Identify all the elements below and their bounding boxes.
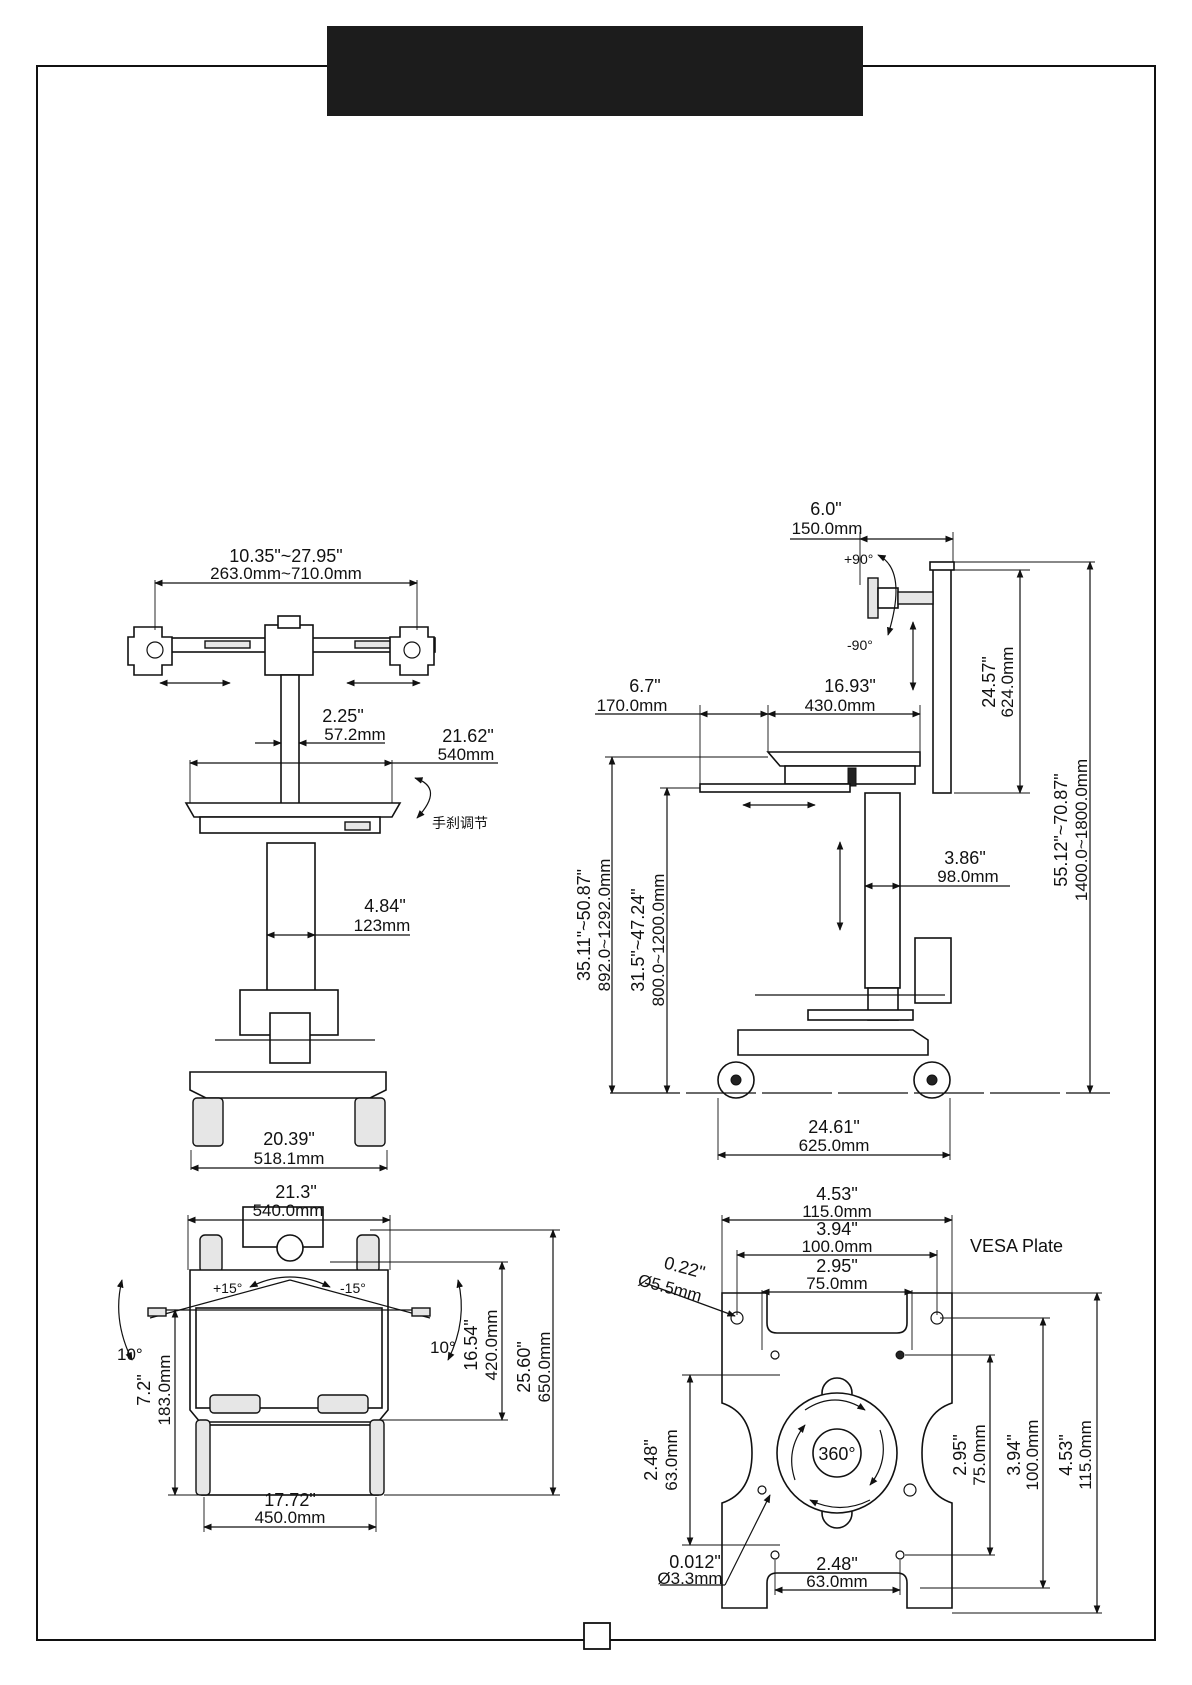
side-total-height-mm: 1400.0~1800.0mm bbox=[1072, 759, 1091, 901]
vesa-left63-mm: 63.0mm bbox=[662, 1429, 681, 1490]
side-worksurface-in: 16.93" bbox=[824, 676, 875, 696]
side-view: +90° -90° 6.0" 150.0mm bbox=[574, 499, 1110, 1160]
top-mid-depth-mm: 420.0mm bbox=[482, 1310, 501, 1381]
side-pole-height-in: 24.57" bbox=[979, 656, 999, 707]
vesa-h100-in: 3.94" bbox=[1004, 1434, 1024, 1475]
vesa-h75-in: 2.95" bbox=[950, 1434, 970, 1475]
front-base-width-mm: 518.1mm bbox=[254, 1149, 325, 1168]
front-view: 手刹调节 10.35"~27.95" 263.0mm~710.0mm 2.25"… bbox=[127, 546, 498, 1172]
side-base-depth-mm: 625.0mm bbox=[799, 1136, 870, 1155]
front-column-width-in: 4.84" bbox=[364, 896, 405, 916]
side-keyboard-tray-in: 6.7" bbox=[629, 676, 660, 696]
vesa-small-hole-in: 0.012" bbox=[669, 1552, 720, 1572]
vesa-title: VESA Plate bbox=[970, 1236, 1063, 1256]
side-surface-height-in: 35.11"~50.87" bbox=[574, 869, 594, 981]
front-column-width-mm: 123mm bbox=[354, 916, 411, 935]
side-keyboard-height-mm: 800.0~1200.0mm bbox=[649, 874, 668, 1007]
front-arm-span-mm: 263.0mm~710.0mm bbox=[210, 564, 362, 583]
handbrake-note: 手刹调节 bbox=[432, 815, 488, 831]
top-tilt-left: 10° bbox=[117, 1345, 143, 1364]
vesa-bottom63-mm: 63.0mm bbox=[806, 1572, 867, 1591]
vesa-h75-mm: 75.0mm bbox=[970, 1424, 989, 1485]
top-overall-width-in: 21.3" bbox=[275, 1182, 316, 1202]
front-tray-width-in: 21.62" bbox=[442, 726, 493, 746]
top-view: +15° -15° 10° 10° 21.3" 540.0mm 7.2" 183… bbox=[116, 1182, 560, 1532]
side-column-depth-mm: 98.0mm bbox=[937, 867, 998, 886]
side-tilt-up: +90° bbox=[844, 551, 873, 567]
front-pole-width-mm: 57.2mm bbox=[324, 725, 385, 744]
side-keyboard-tray-mm: 170.0mm bbox=[597, 696, 668, 715]
side-column-depth-in: 3.86" bbox=[944, 848, 985, 868]
top-base-width-mm: 450.0mm bbox=[255, 1508, 326, 1527]
top-tilt-right: 10° bbox=[430, 1338, 456, 1357]
top-swivel-left: +15° bbox=[213, 1280, 242, 1296]
top-overall-depth-mm: 650.0mm bbox=[535, 1332, 554, 1403]
side-surface-height-mm: 892.0~1292.0mm bbox=[595, 859, 614, 992]
top-front-depth-mm: 183.0mm bbox=[155, 1355, 174, 1426]
vesa-bottom63-in: 2.48" bbox=[816, 1554, 857, 1574]
top-overall-depth-in: 25.60" bbox=[514, 1341, 534, 1392]
front-arm-span-in: 10.35"~27.95" bbox=[229, 546, 342, 566]
vesa-h115-mm: 115.0mm bbox=[1076, 1420, 1095, 1490]
front-base-width-in: 20.39" bbox=[263, 1129, 314, 1149]
vesa-small-hole-mm: Ø3.3mm bbox=[657, 1569, 722, 1588]
vesa-plate-view: VESA Plate 360° 4.53" 115.0mm 3.94" 100.… bbox=[636, 1184, 1102, 1614]
top-mid-depth-in: 16.54" bbox=[461, 1319, 481, 1370]
vesa-w100-mm: 100.0mm bbox=[802, 1237, 873, 1256]
side-keyboard-height-in: 31.5"~47.24" bbox=[628, 888, 648, 991]
side-monitor-offset-mm: 150.0mm bbox=[792, 519, 863, 538]
top-base-width-in: 17.72" bbox=[264, 1490, 315, 1510]
top-front-depth-in: 7.2" bbox=[134, 1374, 154, 1405]
front-tray-width-mm: 540mm bbox=[438, 745, 495, 764]
side-total-height-in: 55.12"~70.87" bbox=[1051, 773, 1071, 886]
front-pole-width-in: 2.25" bbox=[322, 706, 363, 726]
vesa-left63-in: 2.48" bbox=[641, 1439, 661, 1480]
vesa-h100-mm: 100.0mm bbox=[1023, 1420, 1042, 1491]
top-swivel-right: -15° bbox=[340, 1280, 366, 1296]
vesa-w115-in: 4.53" bbox=[816, 1184, 857, 1204]
side-monitor-offset-in: 6.0" bbox=[810, 499, 841, 519]
page-number-box bbox=[583, 1622, 611, 1650]
header-banner bbox=[327, 26, 863, 116]
side-base-depth-in: 24.61" bbox=[808, 1117, 859, 1137]
vesa-rotation: 360° bbox=[818, 1444, 855, 1464]
vesa-w100-in: 3.94" bbox=[816, 1219, 857, 1239]
side-pole-height-mm: 624.0mm bbox=[998, 647, 1017, 718]
side-worksurface-mm: 430.0mm bbox=[805, 696, 876, 715]
vesa-w115-mm: 115.0mm bbox=[802, 1202, 872, 1221]
vesa-w75-mm: 75.0mm bbox=[806, 1274, 867, 1293]
vesa-h115-in: 4.53" bbox=[1056, 1434, 1076, 1475]
side-tilt-down: -90° bbox=[847, 637, 873, 653]
vesa-w75-in: 2.95" bbox=[816, 1256, 857, 1276]
top-overall-width-mm: 540.0mm bbox=[253, 1201, 324, 1220]
